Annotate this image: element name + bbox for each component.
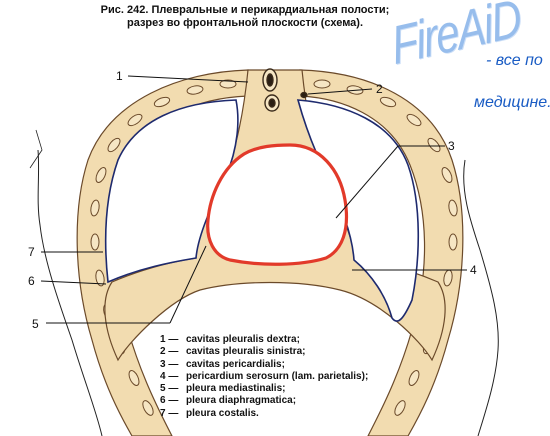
figure-caption: Рис. 242. Плевральные и перикардиальная … (0, 4, 490, 30)
legend-text: pleura costalis. (186, 407, 259, 419)
legend-text: pleura mediastinalis; (186, 383, 286, 395)
legend-number: 2 — (160, 346, 179, 358)
watermark: FireAiD - все по медицине. (388, 0, 550, 111)
legend-item: 5 — pleura mediastinalis; (160, 383, 368, 395)
legend-text: cavitas pleuralis dextra; (186, 334, 300, 345)
caption-line-2: разрез во фронтальной плоскости (схема). (126, 17, 364, 29)
legend-number: 6 — (160, 395, 179, 407)
legend-text: pericardium serosurn (lam. parietalis); (186, 370, 369, 382)
leader-lines (40, 75, 467, 324)
legend-item: 7 — pleura costalis. (160, 408, 368, 420)
legend-text: cavitas pleuralis sinistra; (186, 346, 306, 358)
legend-item: 3 — cavitas pericardialis; (160, 359, 368, 371)
body-contour-inner-left (29, 129, 43, 169)
legend-item: 6 — pleura diaphragmatica; (160, 395, 368, 407)
legend-number: 1 — (160, 334, 179, 345)
body-contour-right (463, 159, 499, 436)
watermark-line-1: - все по (486, 52, 543, 69)
legend-item: 2 — cavitas pleuralis sinistra; (160, 346, 368, 358)
label-5: 5 (32, 317, 39, 331)
legend-number: 4 — (160, 370, 179, 382)
legend-number: 5 — (160, 383, 179, 395)
label-3: 3 (448, 139, 455, 153)
legend-text: pleura diaphragmatica; (186, 395, 297, 407)
legend-number: 3 — (160, 358, 179, 370)
label-1: 1 (116, 69, 123, 83)
body-contour-left (37, 149, 103, 436)
caption-line-1: Рис. 242. Плевральные и перикардиальная … (100, 4, 390, 16)
watermark-line-2: медицине. (474, 94, 550, 111)
legend-number: 7 — (160, 407, 179, 419)
label-4: 4 (470, 263, 477, 277)
legend-item: 1 — cavitas pleuralis dextra; (160, 334, 368, 346)
label-6: 6 (28, 274, 35, 288)
label-7: 7 (28, 245, 35, 259)
legend-text: cavitas pericardialis; (186, 358, 285, 370)
pericardial-cavity (206, 143, 349, 266)
legend-item: 4 — pericardium serosurn (lam. parietalis… (160, 371, 368, 383)
label-2: 2 (376, 82, 383, 96)
mediastinal-vessels (262, 68, 308, 112)
legend: 1 — cavitas pleuralis dextra; 2 — cavitas … (160, 334, 368, 420)
